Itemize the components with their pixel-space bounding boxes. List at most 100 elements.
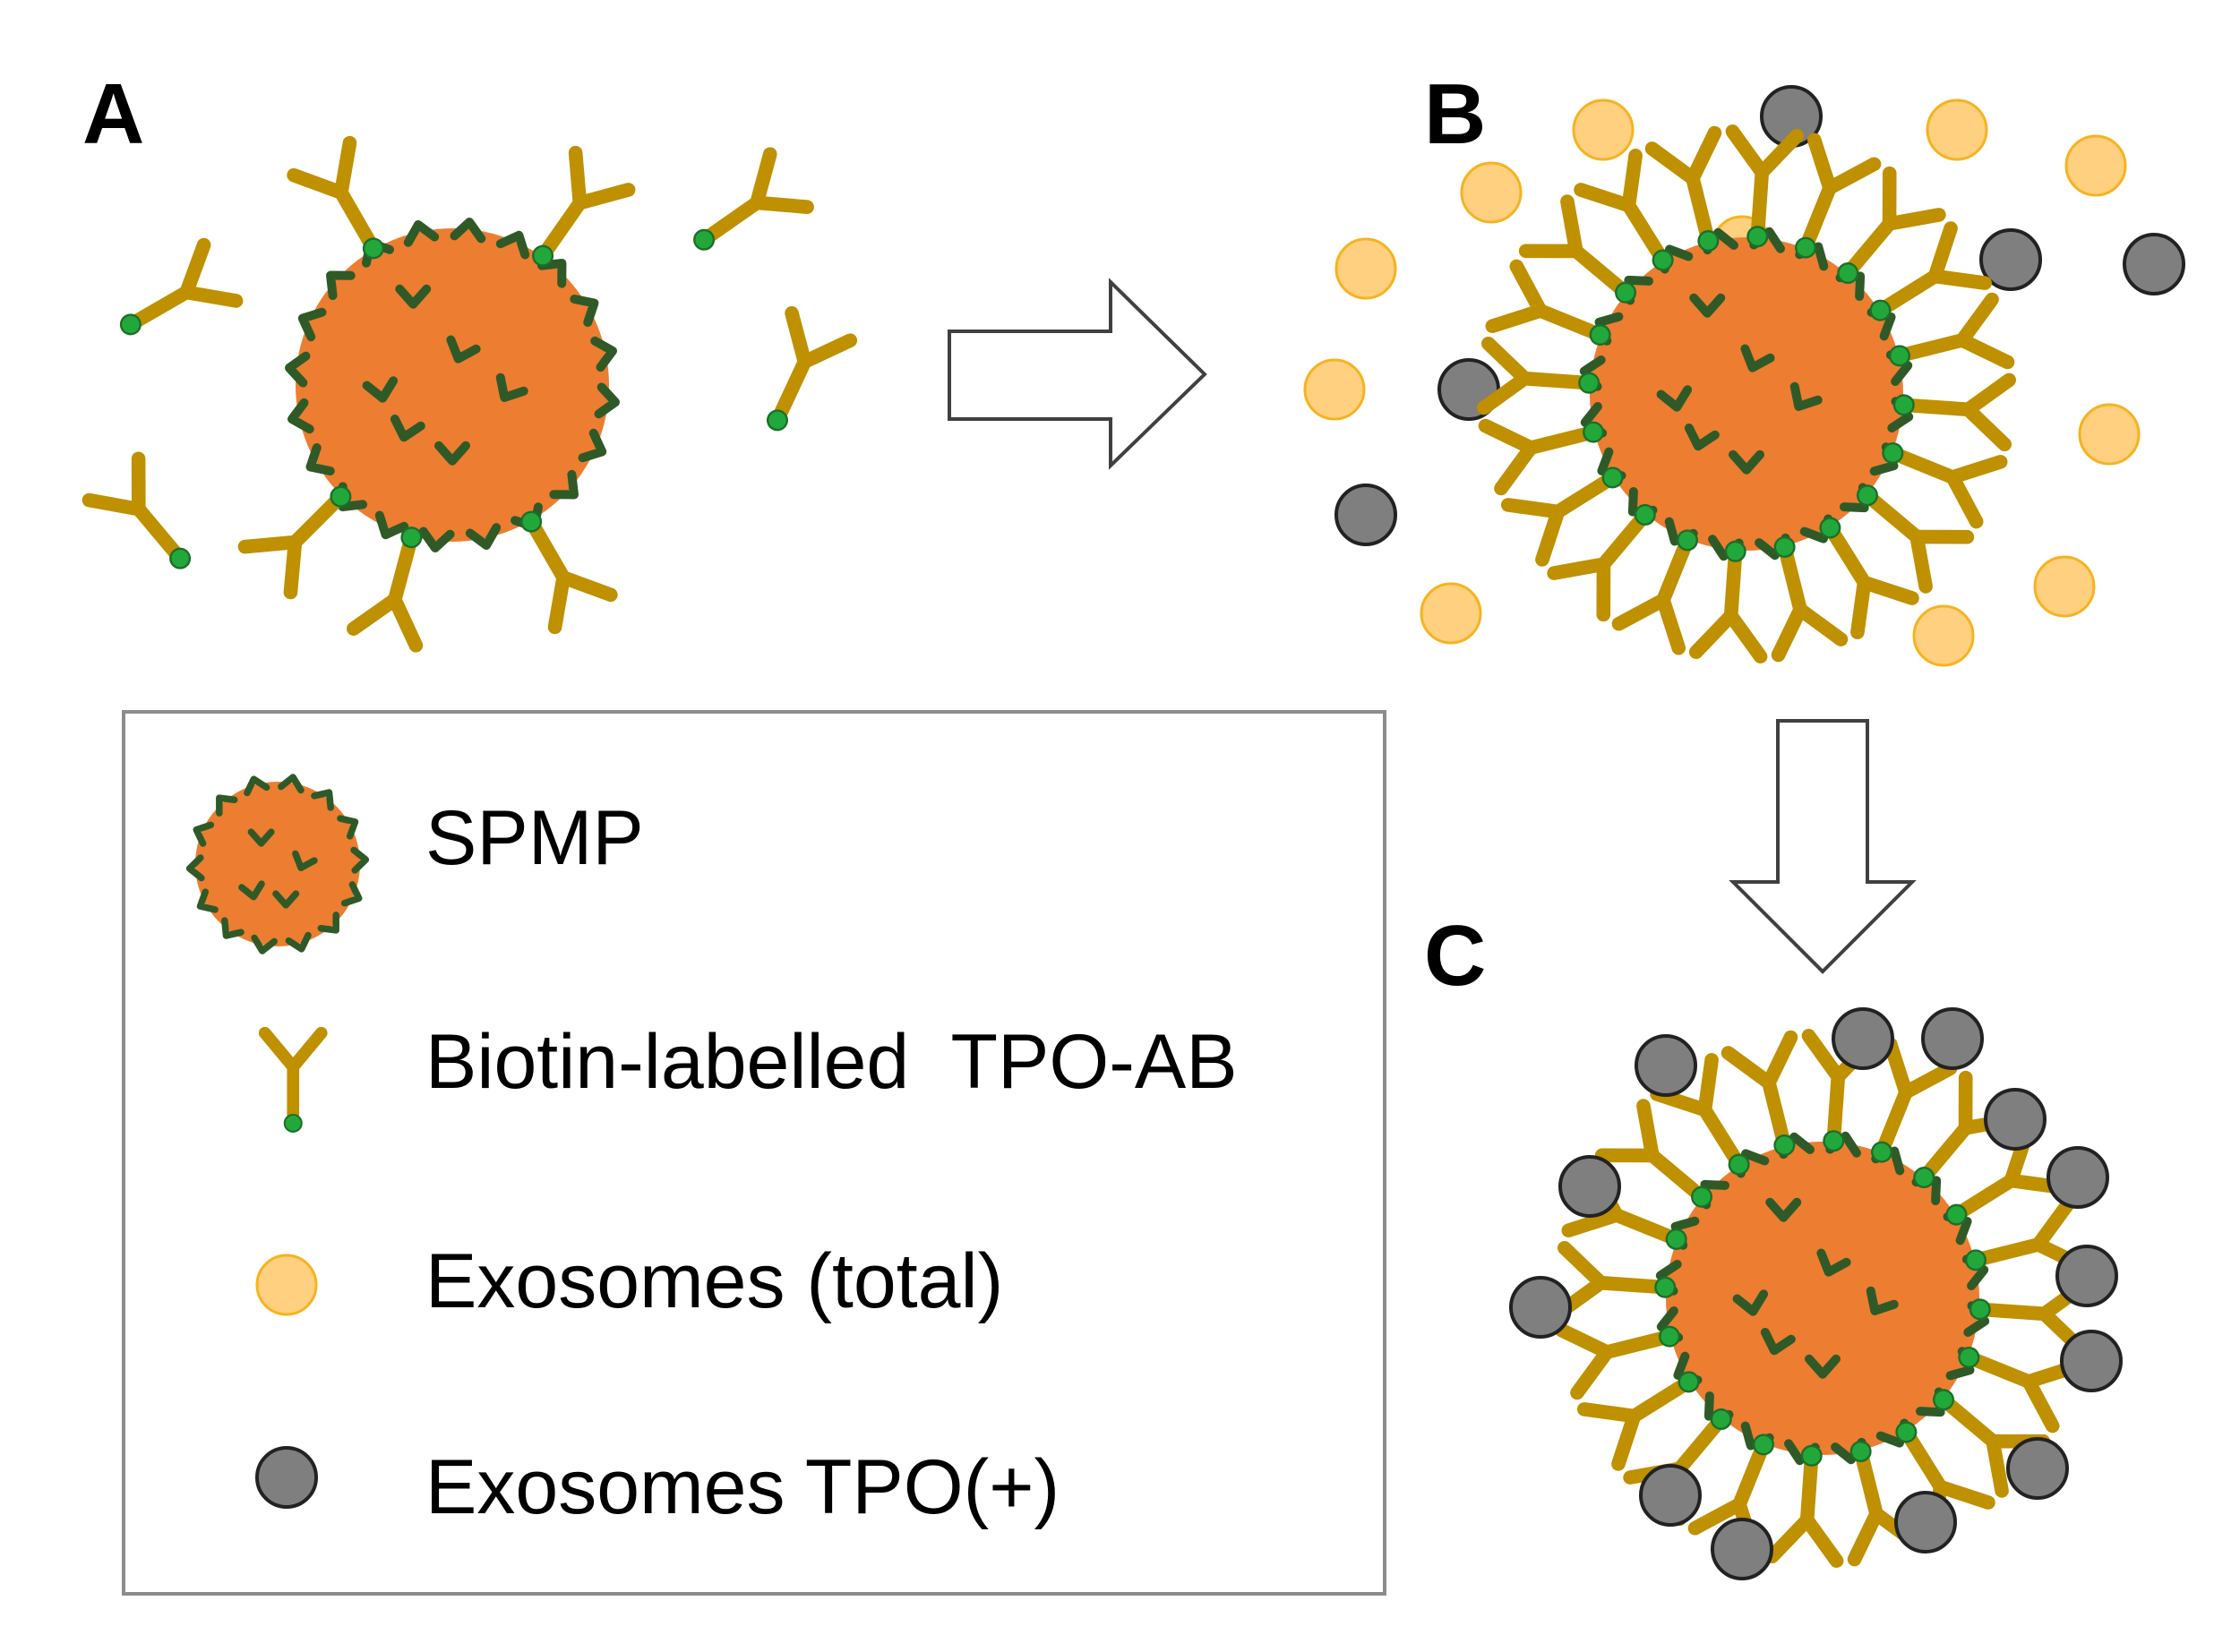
antibody [347,526,424,653]
streptavidin [1689,293,1726,318]
exosome-total [1912,604,1975,667]
exosome-total [1420,582,1482,645]
streptavidin [418,526,455,552]
antibody [1476,336,1600,415]
legend-label-antibody: Biotin-labelled TPO-AB [425,1019,1238,1105]
antibody-shape [1644,125,1722,244]
biotin-dot [1724,540,1746,562]
streptavidin [1760,1327,1796,1356]
exosome-tpo [1832,1007,1894,1070]
antibody [1882,442,2008,529]
streptavidin-shape [1740,344,1775,372]
streptavidin-shape [305,443,335,475]
magnetic-particle-core [195,782,360,946]
biotin-dot [1823,1130,1845,1152]
panel-a-free-antibodies [82,147,858,569]
streptavidin-shape [285,931,312,953]
streptavidin [272,890,300,909]
streptavidin-shape [418,526,455,552]
streptavidin [221,917,245,939]
streptavidin-shape [350,846,370,874]
biotin-dot [1676,529,1698,552]
streptavidin-shape [570,295,599,327]
streptavidin-shape [1760,1327,1796,1356]
biotin-dot [1932,1389,1954,1411]
biotin-dot [1691,1186,1713,1208]
biotin-dot [1969,1298,1991,1321]
streptavidin [278,774,305,794]
streptavidin-shape [287,398,314,434]
antibody-shape [1901,372,2017,452]
biotin-dot [1773,535,1796,558]
antibody [237,485,352,600]
streptavidin [1732,1289,1769,1316]
legend-label-exosomes-tpo: Exosomes TPO(+) [425,1444,1060,1530]
streptavidin-shape [297,307,327,342]
antibody-shape [700,147,814,244]
exosome-total [2033,555,2096,618]
exosome-tpo [1711,1518,1773,1580]
legend-label-exosomes-total: Exosomes (total) [425,1238,1003,1324]
exosome-tpo [1334,484,1397,546]
exosome-tpo [2006,1437,2069,1500]
streptavidin [1805,1354,1841,1379]
antibody-shape [1764,1452,1844,1569]
streptavidin-shape [1684,423,1720,451]
antibody-shape [1476,336,1592,415]
streptavidin [1729,449,1764,475]
panel-c-bound-exosomes [1509,1007,2123,1580]
biotin-dot [1895,1421,1918,1443]
biotin-dot [1819,517,1841,539]
streptavidin [434,441,470,466]
streptavidin-shape [285,351,311,388]
panel-b-spmp-particle [1476,124,2017,664]
streptavidin-shape [337,815,359,840]
panel-b-exosomes [1303,85,2185,667]
antibody [1611,529,1698,655]
exosome-tpo [2060,1330,2123,1392]
legend-label-spmp: SPMP [425,795,644,881]
biotin-dot [532,244,554,267]
biotin-dot [1652,249,1674,271]
streptavidin [340,881,363,907]
streptavidin-shape [292,850,318,871]
streptavidin-shape [450,218,486,244]
arrow-down-icon [1729,719,1917,974]
streptavidin-shape [446,335,481,364]
streptavidin-shape [221,917,245,939]
antibody [1552,1240,1677,1320]
streptavidin-shape [193,821,215,847]
biotin-dot [1589,323,1611,346]
antibody [1869,221,1992,321]
streptavidin-shape [185,854,205,882]
antibody-shape [1501,473,1617,567]
streptavidin-shape [594,382,620,419]
streptavidin [297,307,327,342]
magnetic-particle-core [1590,237,1903,551]
exosome-tpo [1921,1007,1984,1070]
biotin-dot [1710,1408,1732,1430]
antibody-shape [287,135,379,253]
antibody-shape [1554,1322,1673,1400]
streptavidin-shape [278,774,305,794]
antibody-shape [237,492,345,600]
antibody-shape [1574,149,1668,264]
antibody [1594,1099,1713,1208]
antibody-shape [1552,1240,1669,1320]
antibody [520,510,618,635]
streptavidin [1765,1197,1802,1222]
biotin-dot [1615,281,1637,304]
antibody [1888,292,2015,370]
biotin-dot [1837,262,1859,285]
streptavidin [238,880,265,901]
biotin-dot [1746,226,1769,248]
streptavidin-shape [465,523,502,551]
antibody [1932,1389,2051,1498]
exosome-tpo [1558,1155,1621,1218]
panel-a-spmp-particle [237,135,636,653]
streptavidin [1816,1248,1851,1277]
exosome-tpo [1635,1034,1697,1097]
biotin-dot [1583,421,1605,443]
biotin-dot [1728,1153,1750,1176]
